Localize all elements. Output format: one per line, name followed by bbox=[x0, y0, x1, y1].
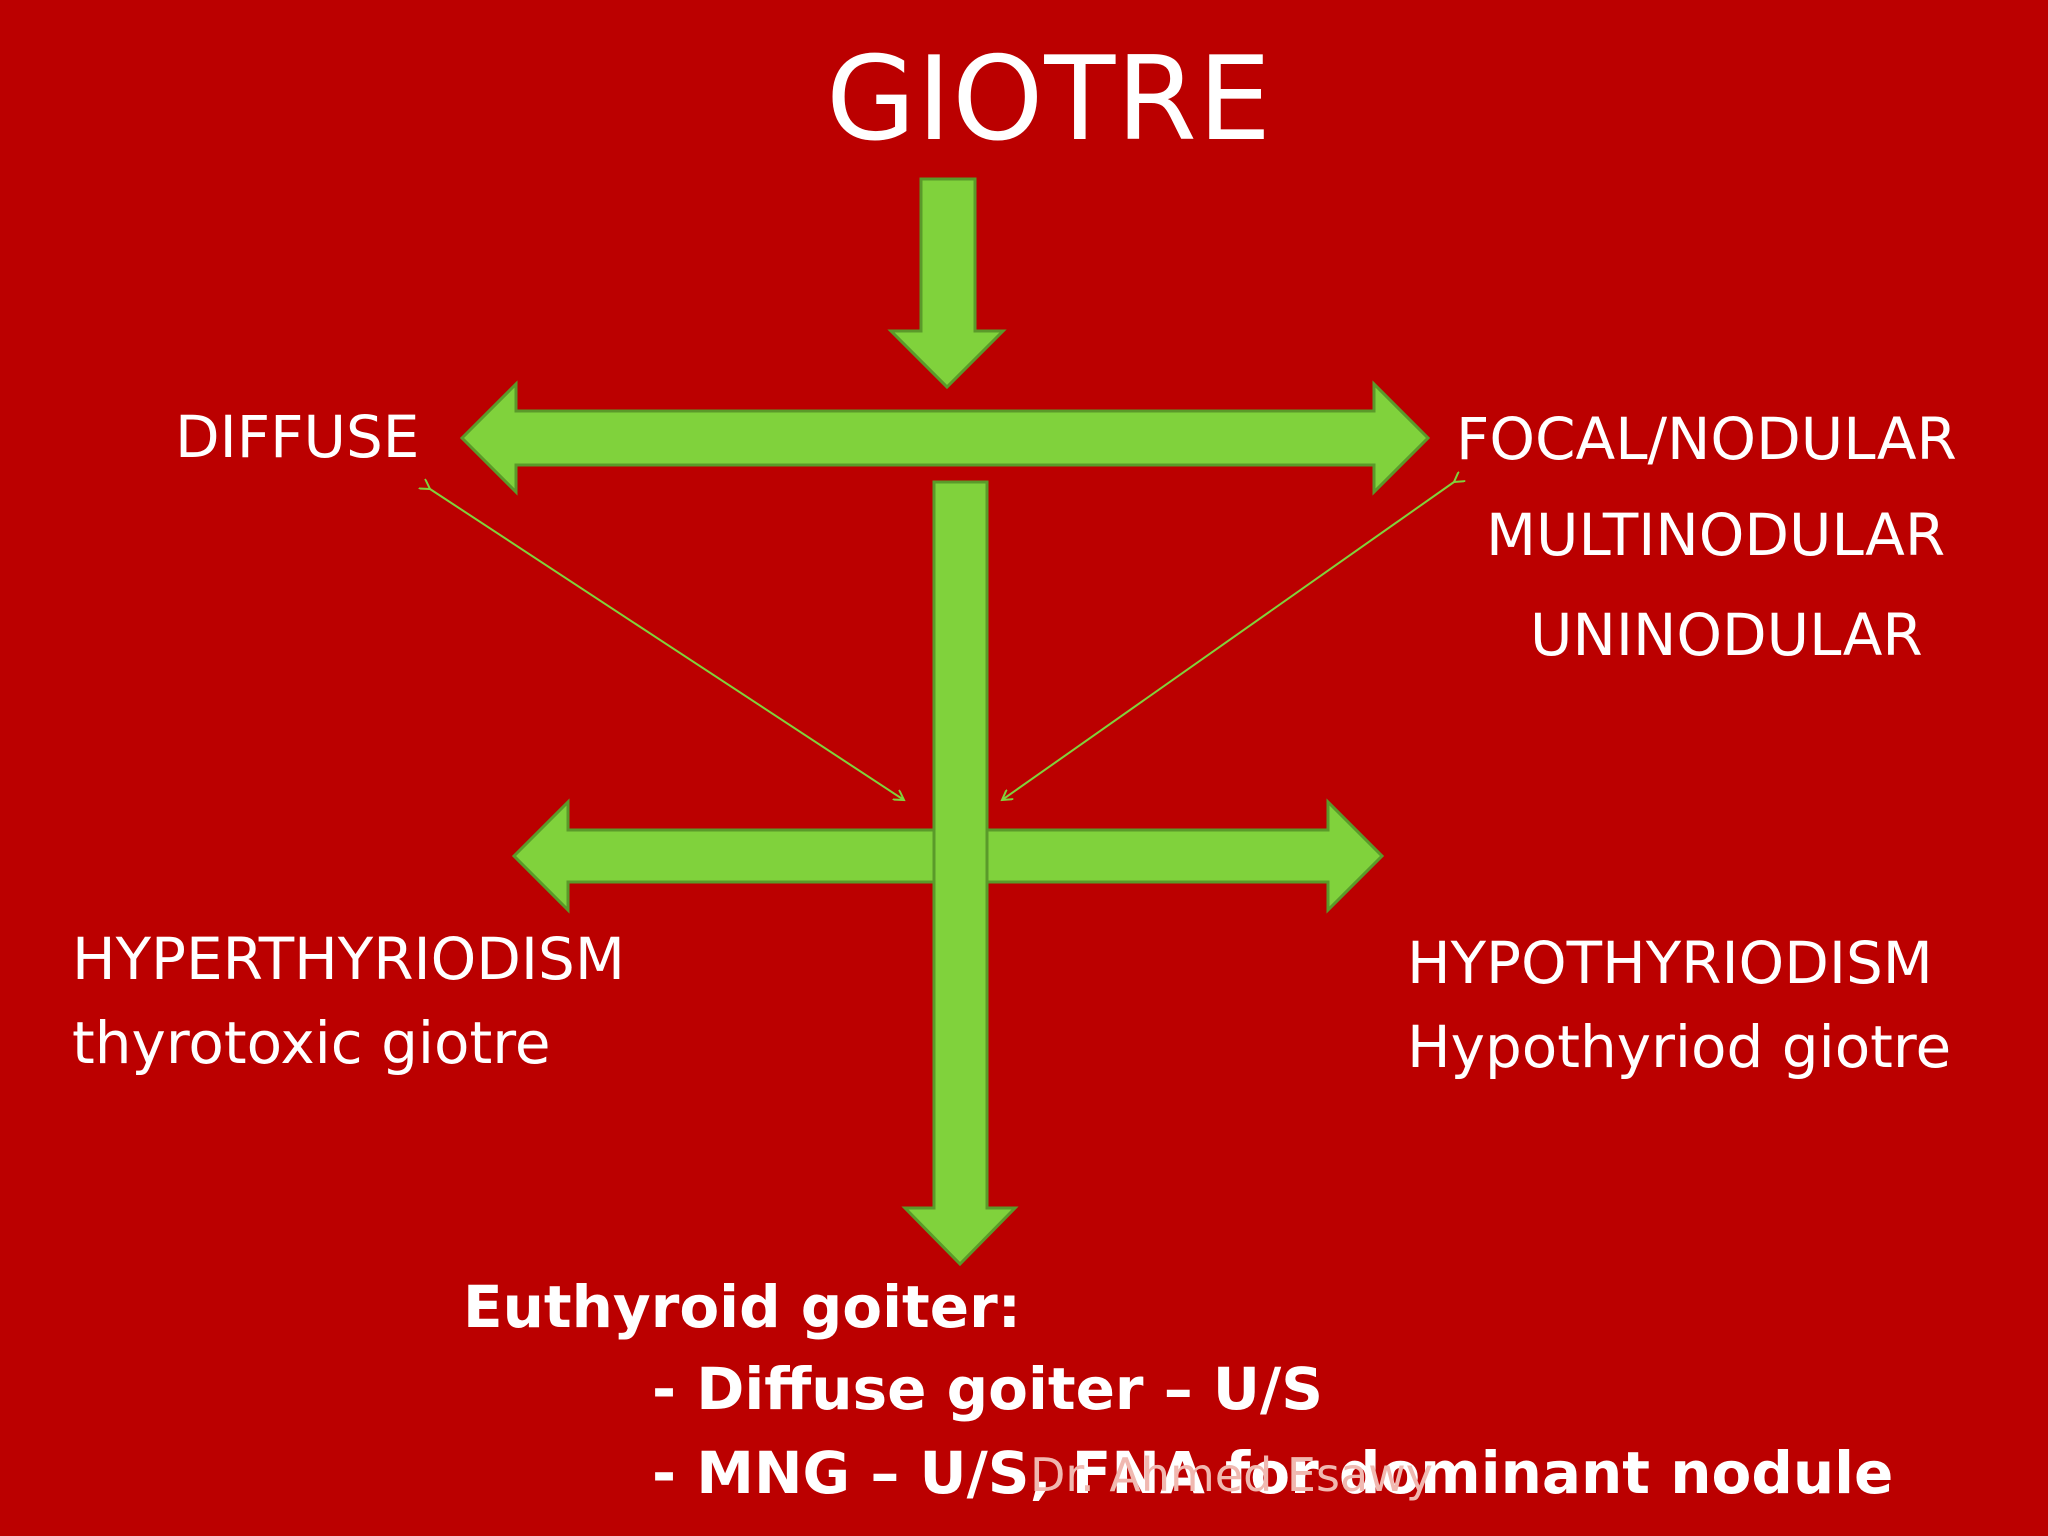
euthyroid-diffuse-line: - Diffuse goiter – U/S bbox=[652, 1355, 1323, 1423]
hyperthyroidism-label: HYPERTHYRIODISM bbox=[72, 925, 625, 993]
euthyroid-heading: Euthyroid goiter: bbox=[463, 1273, 1021, 1341]
diffuse-label: DIFFUSE bbox=[175, 403, 420, 471]
focal-nodular-label: FOCAL/NODULAR bbox=[1456, 405, 1957, 473]
slide-title: GIOTRE bbox=[826, 32, 1273, 167]
footer-author: Dr. Ahmed Esawy bbox=[1030, 1448, 1433, 1502]
nodular-link-line bbox=[1002, 482, 1454, 800]
title-down-arrow bbox=[887, 177, 1007, 390]
hypothyroid-goitre-label: Hypothyriod giotre bbox=[1407, 1013, 1952, 1081]
hypothyroidism-label: HYPOTHYRIODISM bbox=[1407, 929, 1933, 997]
thyrotoxic-goitre-label: thyrotoxic giotre bbox=[72, 1009, 551, 1077]
diffuse-link-line bbox=[430, 489, 904, 800]
euthyroid-mng-line: - MNG – U/S, FNA for dominant nodule bbox=[652, 1439, 1894, 1507]
multinodular-label: MULTINODULAR bbox=[1486, 501, 1946, 569]
uninodular-label: UNINODULAR bbox=[1530, 601, 1923, 669]
morphology-double-arrow bbox=[459, 380, 1431, 496]
euthyroid-down-arrow bbox=[901, 480, 1019, 1267]
